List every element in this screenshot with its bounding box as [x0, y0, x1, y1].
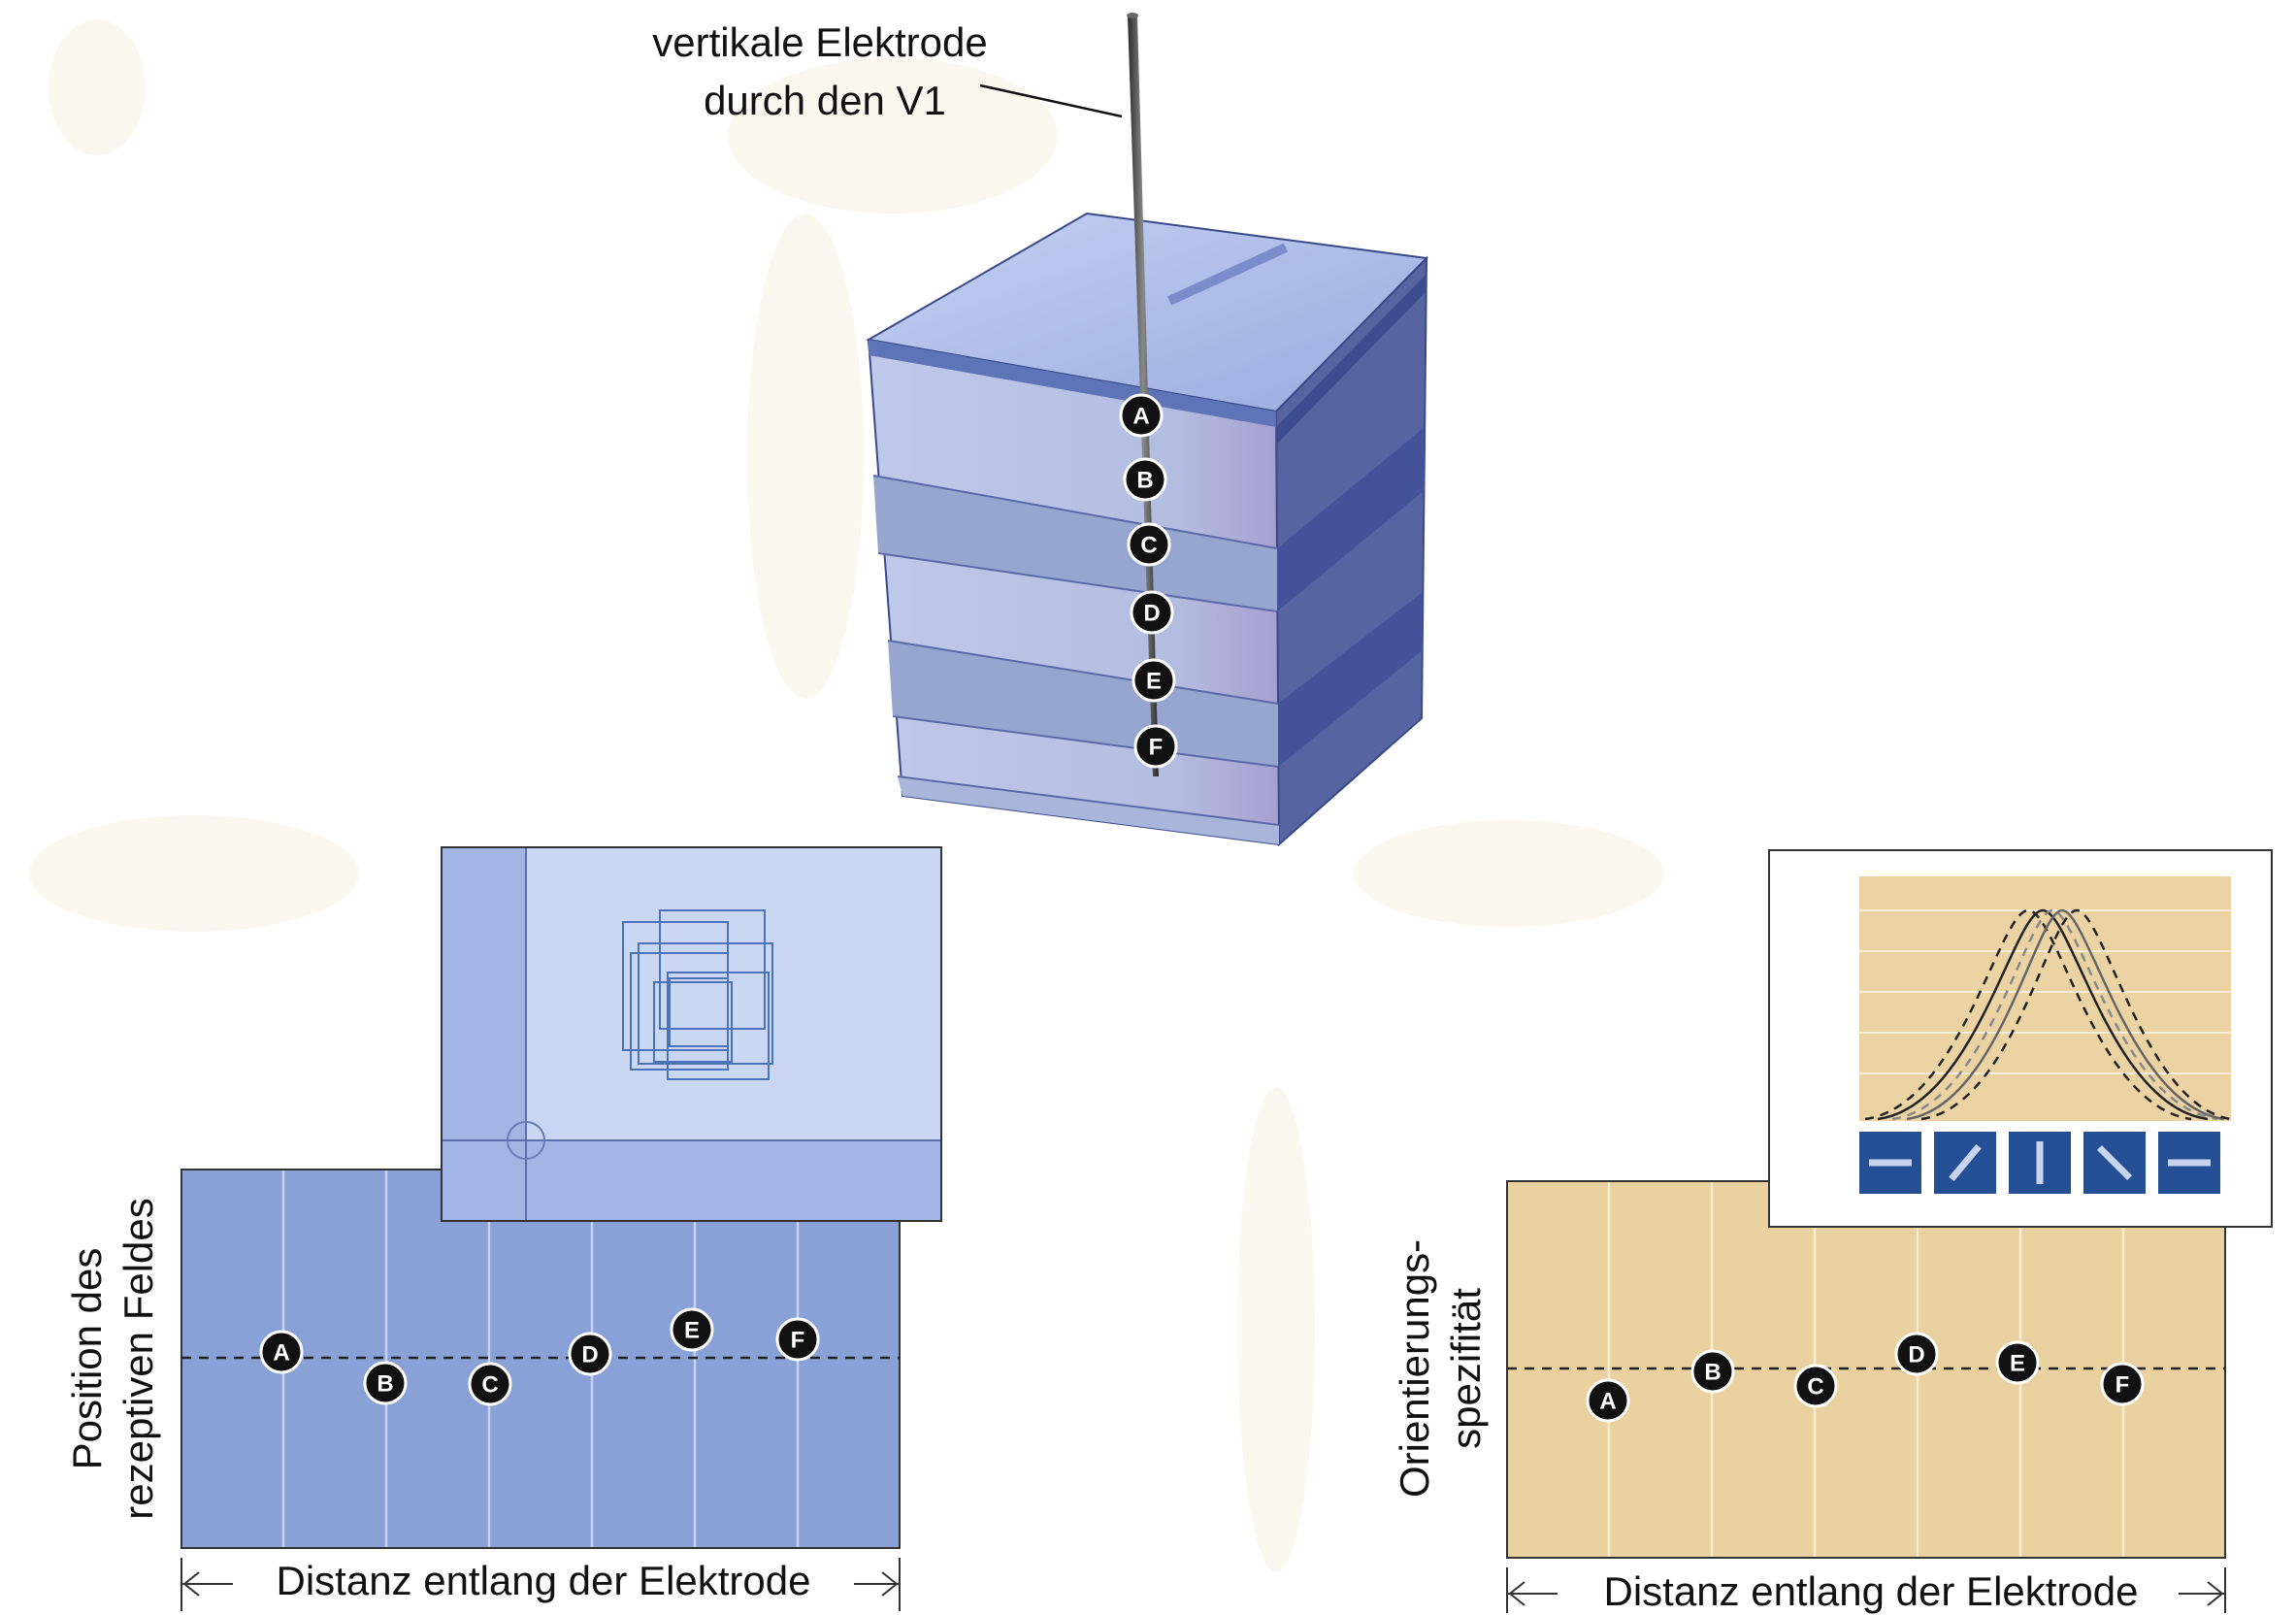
left-ylabel-line1: Position des: [64, 1248, 110, 1470]
receptive-field-squares: [622, 909, 773, 1080]
electrode-marker-e: E: [1132, 658, 1176, 703]
electrode-groove: [1166, 243, 1289, 306]
rf-marker-d: D: [568, 1332, 612, 1376]
tuning-curve: [1891, 908, 2218, 1121]
rf-marker-label: A: [273, 1340, 289, 1367]
tuning-curve: [1877, 908, 2209, 1121]
cube-side-band: [1278, 592, 1423, 767]
os-marker-c: C: [1793, 1364, 1838, 1408]
electrode-marker-label: F: [1149, 735, 1164, 761]
right-ylabel-line1: Orientierungs-: [1392, 1239, 1437, 1498]
vertical-bar-icon: [2009, 1132, 2071, 1194]
os-marker-label: F: [2116, 1372, 2130, 1399]
rf-marker-label: C: [481, 1372, 498, 1399]
right-ylabel-line2: spezifität: [1443, 1288, 1489, 1449]
visual-field-inset: [441, 846, 942, 1222]
left-xlabel: Distanz entlang der Elektrode: [277, 1558, 811, 1603]
tuning-curve: [1920, 908, 2232, 1121]
electrode-marker-label: D: [1143, 601, 1160, 627]
horizontal-bar-icon: [2158, 1132, 2220, 1194]
tuning-curve-inset: [1768, 849, 2273, 1228]
electrode-tip-top: [1127, 13, 1138, 18]
electrode-label-line2: durch den V1: [704, 78, 946, 123]
rf-marker-a: A: [259, 1330, 304, 1374]
electrode-marker-f: F: [1133, 724, 1178, 769]
cube-side-band: [1276, 274, 1427, 445]
rf-marker-f: F: [775, 1317, 820, 1362]
os-marker-label: D: [1908, 1342, 1924, 1368]
os-marker-label: C: [1807, 1374, 1823, 1401]
cube-side-band: [1277, 427, 1425, 611]
electrode-marker-a: A: [1119, 393, 1164, 438]
rf-marker-label: F: [791, 1328, 805, 1354]
cube-layer-band: [873, 476, 1277, 611]
rf-marker-b: B: [363, 1361, 408, 1405]
fixation-point-icon: [507, 1121, 545, 1160]
os-marker-a: A: [1586, 1378, 1630, 1423]
rf-marker-label: D: [581, 1342, 598, 1368]
orientation-plot: A B C D E F Distanz entlang der Elektrode Ori…: [1392, 849, 2273, 1614]
electrode-marker-label: A: [1132, 404, 1149, 430]
os-marker-f: F: [2100, 1362, 2145, 1406]
right-xlabel: Distanz entlang der Elektrode: [1604, 1568, 2139, 1614]
tuning-curve: [1906, 908, 2225, 1121]
os-marker-e: E: [1995, 1340, 2040, 1385]
orientation-markers: A B C D E F: [1586, 1332, 2145, 1423]
electrode-marker-b: B: [1123, 457, 1167, 502]
diagonal-bar-right-icon: [1934, 1132, 1996, 1194]
rf-marker-e: E: [670, 1307, 714, 1352]
electrode-markers: A B C D E F: [1119, 393, 1178, 769]
tuning-curve: [1864, 908, 2192, 1121]
os-marker-label: A: [1599, 1389, 1616, 1415]
background-smudges: [29, 19, 1664, 1572]
os-marker-d: D: [1894, 1332, 1939, 1376]
electrode-marker-label: B: [1136, 468, 1153, 494]
electrode-pointer-line: [979, 83, 1123, 118]
rf-marker-c: C: [468, 1362, 512, 1406]
left-ylabel-line2: rezeptiven Feldes: [115, 1198, 161, 1520]
electrode-marker-label: C: [1140, 533, 1157, 559]
horizontal-bar-icon: [1859, 1132, 1921, 1194]
tuning-curve-area: [1859, 876, 2231, 1121]
diagonal-bar-left-icon: [2083, 1132, 2146, 1194]
receptive-field-markers: A B C D E F: [259, 1307, 820, 1406]
os-marker-label: E: [2010, 1351, 2025, 1377]
orientation-icons: [1859, 1132, 2220, 1194]
cube-layer-thin: [898, 776, 1279, 844]
rf-marker-label: E: [684, 1318, 700, 1344]
cube-layer-top: [869, 340, 1276, 427]
cube-layer-band: [888, 641, 1278, 767]
rf-marker-label: B: [377, 1371, 393, 1398]
visual-field-horizontal-meridian: [443, 1140, 940, 1220]
electrode-marker-label: E: [1146, 669, 1162, 695]
electrode: vertikale Elektrode durch den V1 A B C D E F: [652, 13, 1178, 776]
receptive-field-plot: A B C D E F Distanz entlang der Elektrode Pos…: [64, 846, 942, 1611]
os-marker-b: B: [1690, 1349, 1735, 1394]
electrode-marker-c: C: [1127, 522, 1171, 567]
os-marker-label: B: [1704, 1360, 1721, 1386]
tuning-curves: [1864, 908, 2232, 1121]
electrode-marker-d: D: [1130, 590, 1174, 635]
electrode-label-line1: vertikale Elektrode: [652, 19, 988, 65]
